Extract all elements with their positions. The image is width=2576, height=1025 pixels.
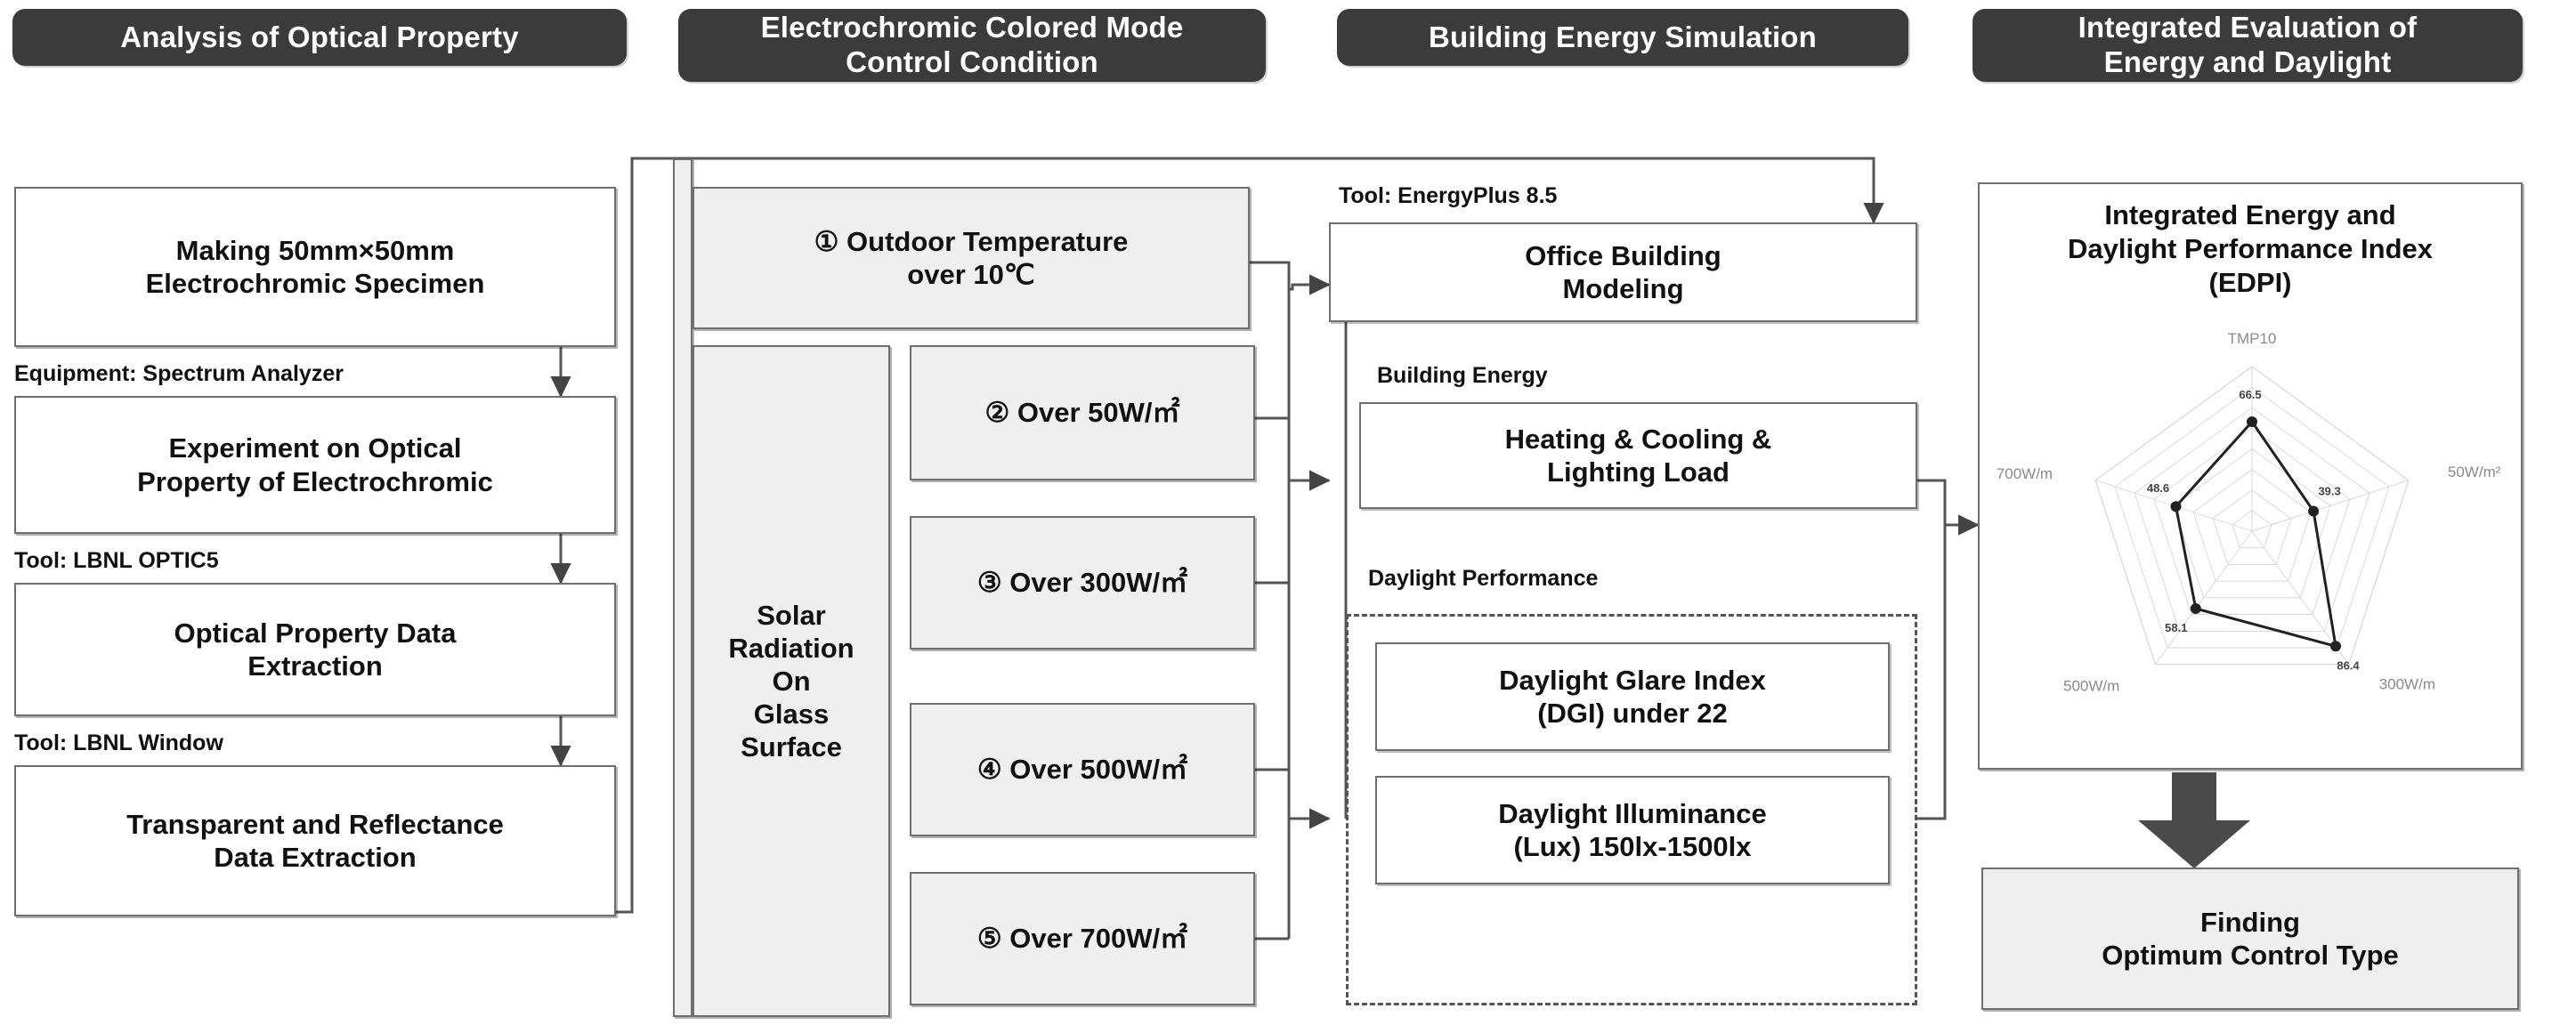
metric-daylight-illuminance[interactable]: Daylight Illuminance (Lux) 150lx-1500lx <box>1375 776 1890 884</box>
condition-over-700w[interactable]: ⑤ Over 700W/㎡ <box>910 872 1255 1005</box>
metric-daylight-glare-index[interactable]: Daylight Glare Index (DGI) under 22 <box>1375 642 1890 751</box>
solar-radiation-label: Solar Radiation On Glass Surface <box>693 345 890 1017</box>
radar-chart: TMP10 50W/m² 300W/m 500W/m 700W/m 66.5 39.3 86.… <box>1997 330 2501 695</box>
caption-tool-lbnl-window: Tool: LBNL Window <box>14 730 223 755</box>
caption-tool-lbnl-optic5: Tool: LBNL OPTIC5 <box>14 548 219 573</box>
radar-value-label: 66.5 <box>2239 388 2261 401</box>
radar-axis-label: 300W/m <box>2379 676 2435 693</box>
radar-series-edpi <box>2174 419 2337 649</box>
down-arrow-icon <box>2138 772 2250 868</box>
radar-axis-label: TMP10 <box>2228 330 2277 347</box>
radar-data-point <box>2330 641 2341 652</box>
control-condition-container <box>673 158 693 1017</box>
caption-tool-energyplus: Tool: EnergyPlus 8.5 <box>1339 183 1558 208</box>
radar-value-label: 39.3 <box>2318 485 2340 498</box>
daylight-performance-group <box>1346 614 1917 1005</box>
column-header-building-energy-simulation: Building Energy Simulation <box>1337 9 1908 66</box>
caption-equipment-spectrum-analyzer: Equipment: Spectrum Analyzer <box>14 361 344 386</box>
caption-building-energy: Building Energy <box>1377 363 1548 388</box>
step-making-specimen[interactable]: Making 50mm×50mm Electrochromic Specimen <box>14 187 616 347</box>
step-transparent-reflectance-extraction[interactable]: Transparent and Reflectance Data Extract… <box>14 765 616 916</box>
radar-data-point <box>2308 505 2320 517</box>
column-header-optical: Analysis of Optical Property <box>12 9 627 66</box>
column-header-control-condition: Electrochromic Colored Mode Control Cond… <box>678 9 1266 82</box>
condition-over-300w[interactable]: ③ Over 300W/㎡ <box>910 516 1255 650</box>
condition-over-50w[interactable]: ② Over 50W/㎡ <box>910 345 1255 480</box>
radar-data-point <box>2190 603 2201 614</box>
edpi-panel: Integrated Energy and Daylight Performan… <box>1978 182 2523 770</box>
caption-daylight-performance: Daylight Performance <box>1368 566 1599 591</box>
radar-data-point <box>2170 501 2182 512</box>
step-optical-property-data-extraction[interactable]: Optical Property Data Extraction <box>14 583 616 716</box>
condition-over-500w[interactable]: ④ Over 500W/㎡ <box>910 703 1255 836</box>
radar-data-point <box>2247 416 2257 427</box>
step-office-building-modeling[interactable]: Office Building Modeling <box>1329 222 1917 322</box>
step-heating-cooling-lighting-load[interactable]: Heating & Cooling & Lighting Load <box>1359 402 1917 509</box>
radar-value-label: 58.1 <box>2165 621 2187 634</box>
radar-axis-label: 500W/m <box>2063 678 2119 695</box>
column-header-integrated-evaluation: Integrated Evaluation of Energy and Dayl… <box>1973 9 2523 82</box>
result-finding-optimum-control-type[interactable]: Finding Optimum Control Type <box>1981 868 2519 1010</box>
radar-axis-label: 50W/m² <box>2448 464 2501 480</box>
radar-value-label: 86.4 <box>2337 658 2360 672</box>
step-experiment-optical-property[interactable]: Experiment on Optical Property of Electr… <box>14 396 616 534</box>
radar-value-label: 48.6 <box>2147 481 2169 495</box>
edpi-title: Integrated Energy and Daylight Performan… <box>2067 199 2433 298</box>
condition-outdoor-temperature[interactable]: ① Outdoor Temperature over 10℃ <box>693 187 1250 329</box>
radar-axis-label: 700W/m <box>1997 465 2053 482</box>
